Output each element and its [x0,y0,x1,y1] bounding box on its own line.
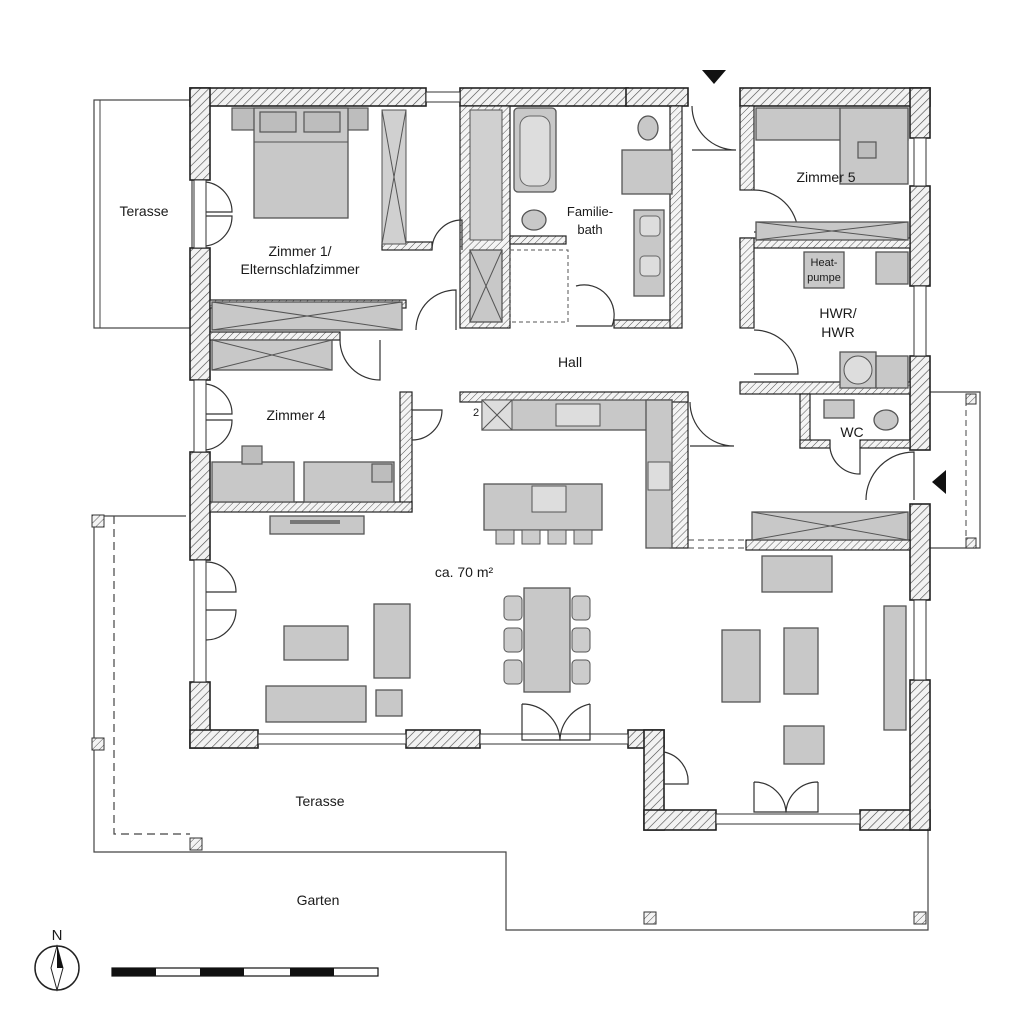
label-terrace-south: Terasse [295,793,344,809]
label-bedroom-1-line1: Zimmer 1/ [269,243,332,259]
label-wc: WC [840,424,863,440]
kitchen [481,399,673,549]
exterior-walls [189,87,931,831]
label-stair-number: 2 [473,407,479,419]
label-room-4: Zimmer 4 [266,407,325,423]
utility-furniture [803,251,909,389]
scale-bar-icon [111,967,379,977]
label-room-5: Zimmer 5 [796,169,855,185]
label-heat-pump-line1: Heat- [811,257,838,269]
label-bath-line1: Familie- [567,204,613,219]
label-garden: Garten [297,892,340,908]
entrance-arrow-icon [702,70,726,84]
room-labels: Terasse Zimmer 1/ Elternschlafzimmer Fam… [119,169,863,908]
room-5-furniture [755,107,909,241]
room-4-furniture [211,339,395,535]
living-furniture [265,555,907,765]
exterior-lines [91,99,981,931]
wc-fixtures [751,399,909,541]
bathroom-fixtures [469,107,673,323]
label-heat-pump-line2: pumpe [807,272,841,284]
label-terrace-west: Terasse [119,203,168,219]
label-bath-line2: bath [577,222,602,237]
bedroom-1-furniture [211,107,403,331]
entrance-arrow-icon [932,470,946,494]
label-utility-line2: HWR [821,324,854,340]
compass-icon: N [34,927,80,992]
label-bedroom-1-line2: Elternschlafzimmer [240,261,359,277]
label-utility-line1: HWR/ [819,305,856,321]
doors [205,105,915,813]
compass-north-label: N [52,927,63,944]
label-living-area: ca. 70 m² [435,564,494,580]
interior-walls [209,105,911,551]
label-hall: Hall [558,354,582,370]
